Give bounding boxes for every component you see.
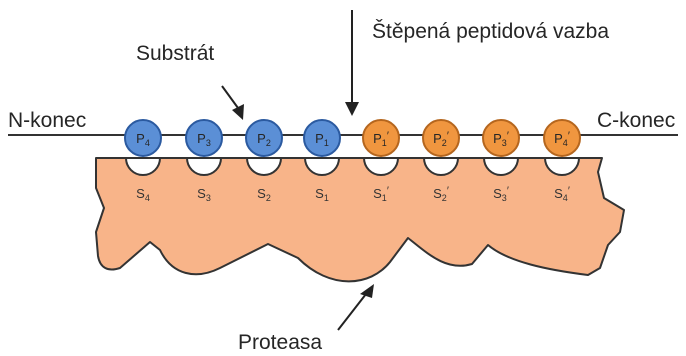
cleavage-arrowhead <box>345 102 359 116</box>
binding-site-label: S3′ <box>493 185 509 203</box>
cleaved-bond-label: Štěpená peptidová vazba <box>372 20 609 43</box>
binding-site-label: S1′ <box>373 185 389 203</box>
residue-label: P4′ <box>554 130 570 148</box>
protease-arrowhead <box>360 284 374 298</box>
binding-site-label: S2′ <box>433 185 449 203</box>
c-terminus-label: C-konec <box>597 109 675 132</box>
protease-label: Proteasa <box>238 331 322 354</box>
substrate-label: Substrát <box>136 42 214 65</box>
binding-site-label: S4′ <box>554 185 570 203</box>
residue-label: P3′ <box>493 130 509 148</box>
n-terminus-label: N-konec <box>8 109 86 132</box>
substrate-arrow <box>222 86 238 108</box>
residue-label: P2′ <box>433 130 449 148</box>
residue-label: P1′ <box>373 130 389 148</box>
protease-body <box>96 158 624 281</box>
protease-arrow <box>338 294 366 330</box>
